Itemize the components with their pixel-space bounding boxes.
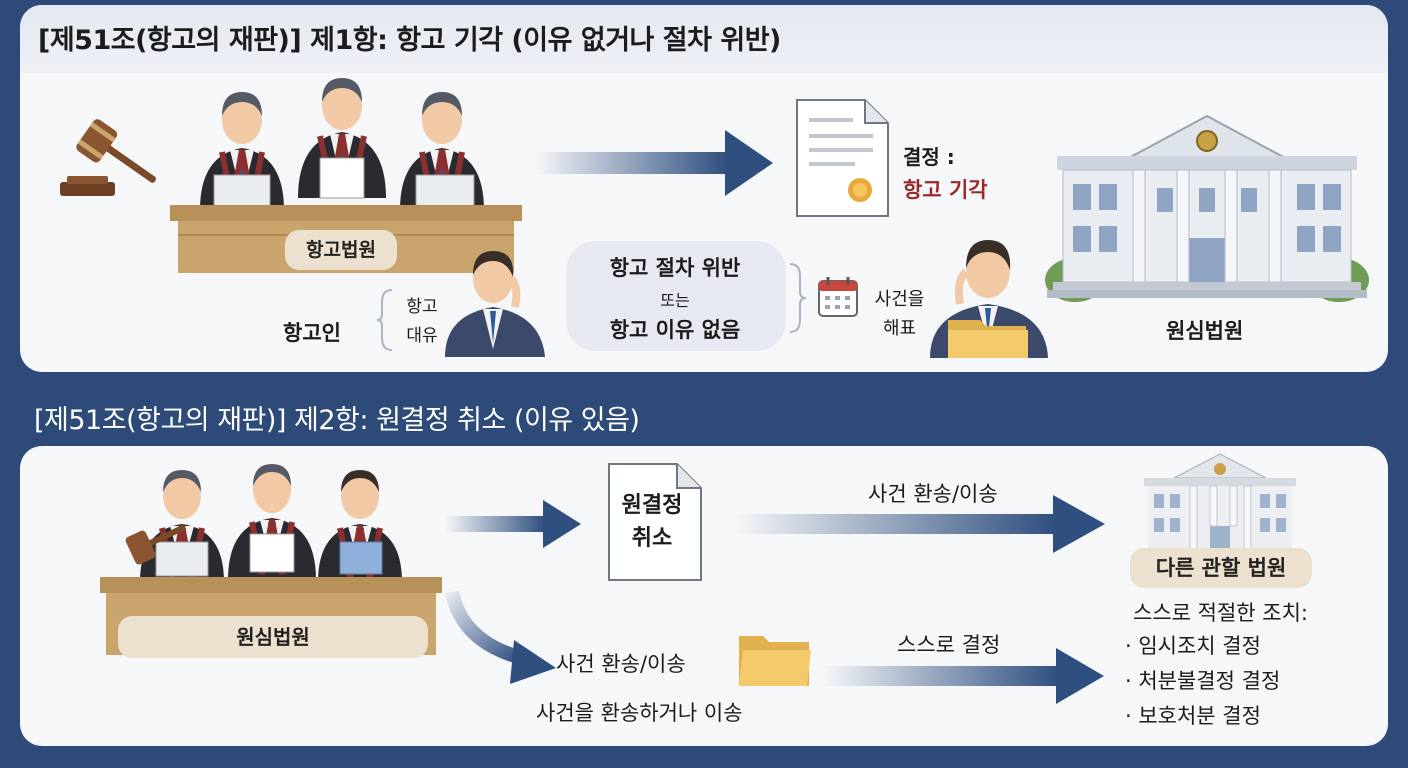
decision-document-icon xyxy=(796,99,889,217)
measure-item: · 처분불결정 결정 xyxy=(1125,669,1281,693)
decision-value: 항고 기각 xyxy=(903,178,988,202)
case-action-top: 사건을 xyxy=(874,289,925,310)
calendar-icon xyxy=(818,277,858,317)
arrow-to-other-court xyxy=(735,495,1105,553)
doc-line2: 취소 xyxy=(631,526,673,551)
cancel-document-icon xyxy=(608,463,702,581)
transfer-description: 사건을 환송하거나 이송 xyxy=(536,701,743,725)
brace-right-icon xyxy=(789,263,807,333)
decision-label: 결정 : xyxy=(903,145,955,169)
original-court-label-1: 원심법원 xyxy=(1166,319,1244,343)
measure-item: · 보호처분 결정 xyxy=(1125,704,1261,728)
judge-figure-right-2 xyxy=(318,470,402,582)
transfer-label-mid: 사건 환송/이송 xyxy=(556,652,686,676)
folder-icon xyxy=(739,636,811,686)
gavel-small-icon xyxy=(125,525,186,565)
case-action-bottom: 해표 xyxy=(882,318,917,339)
judge-figure-left xyxy=(200,92,284,211)
self-decision-label: 스스로 결정 xyxy=(897,633,1001,657)
judge-figure-right xyxy=(400,92,484,211)
section1-title: [제51조(항고의 재판)] 제1항: 항고 기각 (이유 없거나 절차 위반) xyxy=(38,25,781,56)
condition-or: 또는 xyxy=(660,291,690,310)
transfer-label-top: 사건 환송/이송 xyxy=(868,482,998,506)
gavel-icon xyxy=(60,119,157,196)
condition-line2: 항고 이유 없음 xyxy=(609,318,741,342)
counter-text-bottom: 대유 xyxy=(406,326,438,346)
arrow-to-measures xyxy=(822,648,1104,704)
appellate-court-label: 항고법원 xyxy=(285,230,397,270)
section1-header-band xyxy=(20,5,1388,73)
appellant-label: 항고인 xyxy=(283,321,341,345)
judge-figure-center-2 xyxy=(228,464,316,580)
measure-item: · 임시조치 결정 xyxy=(1125,634,1261,658)
original-court-label-2: 원심법원 xyxy=(118,616,428,658)
condition-line1: 항고 절차 위반 xyxy=(609,256,741,280)
condition-bubble xyxy=(566,241,786,351)
doc-line1: 원결정 xyxy=(621,493,683,518)
other-court-label: 다른 관할 법원 xyxy=(1130,548,1312,588)
other-court-building xyxy=(1144,453,1296,553)
section2-title: [제51조(항고의 재판)] 제2항: 원결정 취소 (이유 있음) xyxy=(34,405,640,436)
appellant-figure xyxy=(445,251,545,357)
judge-figure-center xyxy=(298,78,386,199)
curved-arrow-down xyxy=(445,590,556,684)
counter-text-top: 항고 xyxy=(406,297,438,317)
lawyer-with-folder-figure xyxy=(930,240,1048,358)
arrow-to-cancel-doc xyxy=(445,500,581,548)
brace-icon xyxy=(376,289,393,351)
measures-title: 스스로 적절한 조치: xyxy=(1133,601,1308,625)
arrow-to-decision xyxy=(535,130,773,196)
judges-illustration xyxy=(170,78,522,273)
original-court-building xyxy=(1045,114,1369,302)
